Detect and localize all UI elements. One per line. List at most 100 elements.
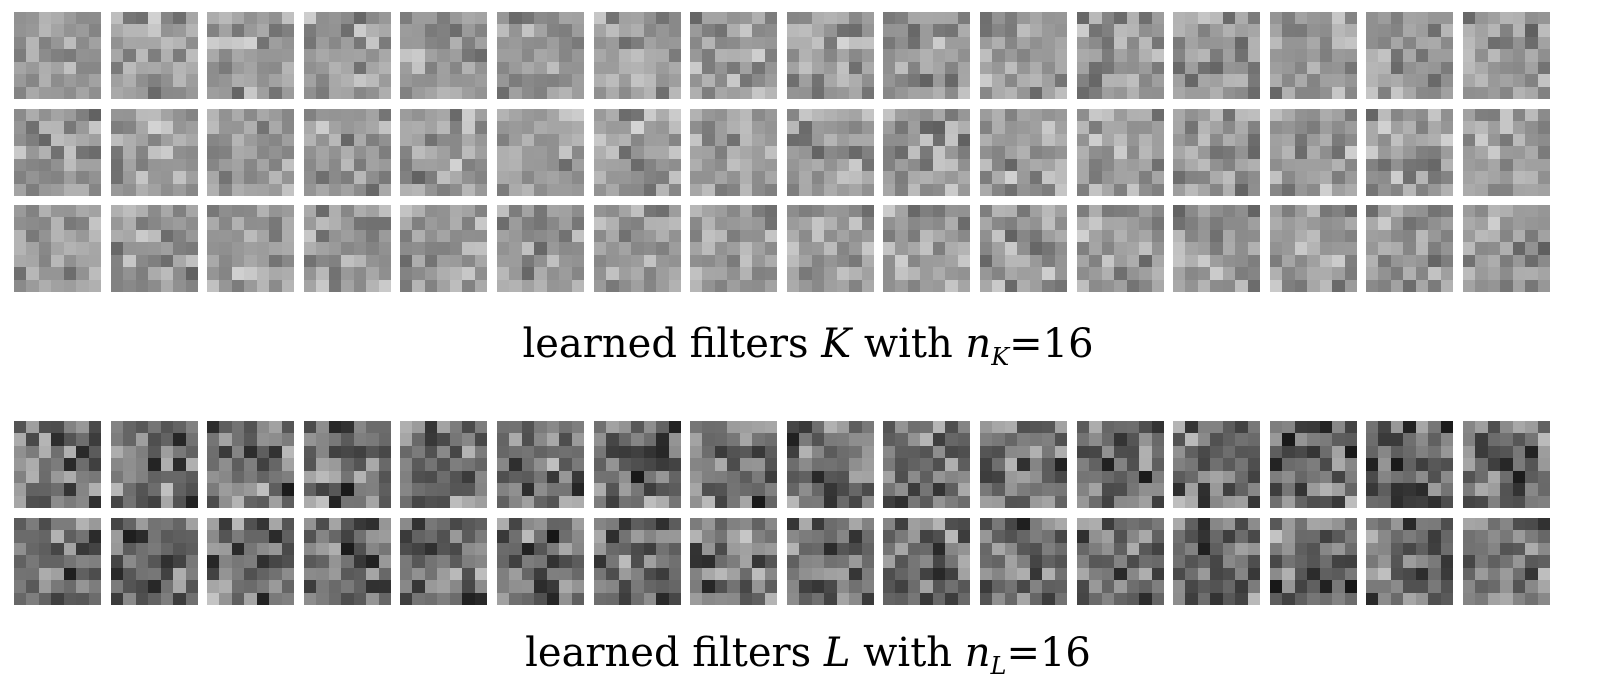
filter-pixel [462, 445, 475, 459]
filter-pixel [945, 109, 958, 122]
filter-pixel [1307, 74, 1320, 87]
filter-pixel [1500, 592, 1513, 605]
filter-pixel [1114, 61, 1127, 75]
filter-pixel [1017, 555, 1030, 568]
filter-pixel [88, 279, 101, 292]
filter-pixel [1537, 483, 1550, 496]
filter-pixel [1210, 24, 1223, 37]
filter-pixel [173, 109, 186, 122]
filter-pixel [76, 109, 89, 122]
filter-pixel [474, 421, 487, 434]
filter-pixel [76, 433, 89, 446]
filter-pixel [1247, 483, 1260, 496]
filter-pixel [849, 205, 862, 218]
filter-pixel [546, 183, 560, 196]
filter-pixel [606, 61, 619, 75]
filter-pixel [341, 580, 354, 593]
filter-pixel [1017, 205, 1030, 218]
filter-pixel [631, 36, 644, 50]
filter-pixel [509, 171, 522, 184]
filter-pixel [38, 279, 52, 292]
filter-pixel [1294, 121, 1308, 134]
filter-pixel [123, 580, 136, 593]
filter-pixel [1440, 592, 1453, 605]
filter-pixel [606, 580, 619, 593]
filter-pixel [26, 279, 39, 292]
filter-pixel [521, 146, 535, 159]
filter-pixel [63, 495, 77, 508]
filter-pixel [26, 133, 39, 147]
filter-pixel [316, 12, 329, 25]
filter-pixel [714, 133, 728, 147]
filter-pixel [26, 146, 39, 159]
filter-pixel [353, 483, 367, 496]
filter-pixel [1378, 433, 1391, 446]
filter-tile [1366, 109, 1453, 196]
filter-pixel [594, 518, 607, 531]
filter-pixel [219, 592, 232, 605]
filter-pixel [135, 483, 149, 496]
filter-pixel [497, 458, 510, 471]
filter-pixel [521, 433, 535, 446]
filter-pixel [38, 36, 52, 50]
filter-pixel [316, 254, 329, 268]
filter-pixel [559, 279, 572, 292]
filter-pixel [14, 229, 27, 243]
filter-pixel [1197, 217, 1211, 230]
filter-pixel [764, 592, 777, 605]
filter-pixel [1537, 86, 1550, 99]
filter-pixel [51, 555, 64, 568]
filter-pixel [727, 86, 740, 99]
filter-pixel [1366, 458, 1379, 471]
filter-pixel [739, 267, 753, 280]
filter-pixel [51, 421, 64, 434]
filter-pixel [1210, 445, 1223, 459]
filter-pixel [727, 183, 740, 196]
filter-pixel [328, 49, 342, 62]
filter-pixel [690, 61, 703, 75]
filter-pixel [1487, 279, 1501, 292]
filter-pixel [1319, 483, 1333, 496]
filter-pixel [474, 470, 487, 484]
filter-pixel [702, 217, 715, 230]
filter-pixel [1525, 36, 1538, 50]
filter-pixel [992, 146, 1005, 159]
filter-pixel [1440, 433, 1453, 446]
filter-pixel [883, 530, 896, 543]
filter-pixel [690, 183, 703, 196]
filter-pixel [1487, 109, 1501, 122]
filter-tile [14, 109, 101, 196]
filter-pixel [148, 530, 161, 543]
filter-pixel [26, 433, 39, 446]
filter-pixel [474, 242, 487, 255]
filter-pixel [1332, 542, 1345, 556]
filter-pixel [185, 86, 198, 99]
filter-pixel [714, 121, 728, 134]
filter-pixel [1344, 146, 1357, 159]
filter-pixel [920, 592, 933, 605]
filter-pixel [51, 580, 64, 593]
filter-pixel [1017, 86, 1030, 99]
filter-pixel [945, 61, 958, 75]
filter-pixel [281, 433, 294, 446]
filter-pixel [618, 279, 632, 292]
filter-pixel [1004, 242, 1018, 255]
filter-pixel [51, 205, 64, 218]
filter-pixel [366, 49, 379, 62]
filter-pixel [185, 242, 198, 255]
filter-pixel [656, 183, 669, 196]
filter-pixel [702, 24, 715, 37]
filter-pixel [497, 433, 510, 446]
filter-pixel [1054, 109, 1067, 122]
filter-pixel [1344, 580, 1357, 593]
filter-pixel [26, 483, 39, 496]
filter-pixel [378, 421, 391, 434]
filter-pixel [1235, 121, 1248, 134]
filter-pixel [304, 421, 317, 434]
filter-pixel [861, 133, 874, 147]
filter-pixel [474, 229, 487, 243]
filter-pixel [148, 267, 161, 280]
filter-pixel [1403, 121, 1416, 134]
filter-pixel [1054, 12, 1067, 25]
filter-pixel [1428, 36, 1441, 50]
